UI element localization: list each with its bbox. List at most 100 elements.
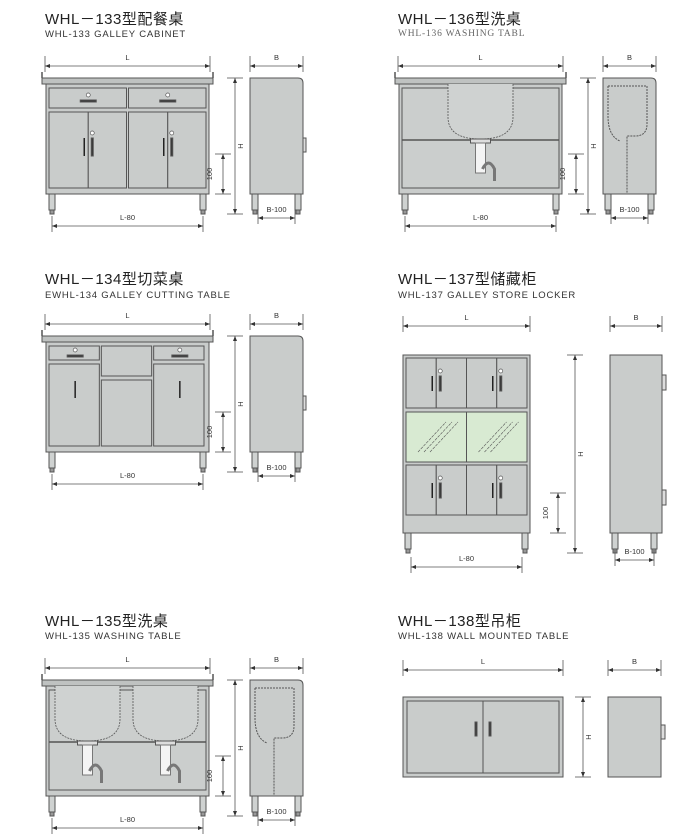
door-handle (499, 482, 503, 499)
subtitle-whl-136: WHL-136 WASHING TABL (398, 29, 526, 39)
leg-dimension-label: 100 (205, 770, 214, 783)
door-handle (438, 482, 442, 499)
leg-foot (200, 811, 206, 817)
inner-length-dimension-label: L-80 (120, 213, 135, 222)
inner-depth-dimension-label: B-100 (624, 547, 644, 556)
side-sink-outline (254, 687, 295, 796)
leg (521, 532, 529, 550)
leg (199, 795, 207, 813)
title-whl-137: WHL－137型储藏柜 (398, 271, 537, 288)
glass-door (405, 411, 467, 463)
drawer (48, 345, 100, 361)
lock-icon (169, 130, 175, 136)
leg-dimension-label: 100 (205, 168, 214, 181)
side-handle (660, 724, 666, 740)
door-left (466, 464, 498, 516)
door-left (405, 357, 437, 409)
drawer-handle (79, 99, 97, 103)
lock-icon (498, 368, 504, 374)
p-trap (481, 161, 496, 181)
leg-foot (200, 467, 206, 473)
leg-foot (522, 548, 528, 554)
drawer-handle (171, 354, 189, 358)
drain-pipe (160, 744, 171, 776)
sliding-door-left (406, 700, 484, 774)
leg (199, 193, 207, 211)
leg-foot (295, 209, 301, 215)
glass-reflection (417, 421, 447, 453)
leg (647, 193, 655, 211)
drawer-handle (66, 354, 84, 358)
inner-length-dimension-label: L-80 (120, 471, 135, 480)
leg-dimension-arrows (574, 154, 578, 194)
leg-foot (553, 209, 559, 215)
leg-foot (402, 209, 408, 215)
leg (48, 795, 56, 813)
glass-reflection (429, 421, 459, 453)
glass-reflection (478, 421, 507, 453)
title-whl-134: WHL－134型切菜桌 (45, 271, 184, 288)
leg-foot (605, 209, 611, 215)
side-view (602, 77, 657, 195)
leg-foot (252, 811, 258, 817)
leg-foot (648, 209, 654, 215)
height-dimension-label: H (576, 451, 585, 456)
door-handle (488, 721, 492, 737)
length-dimension-label: L (125, 311, 129, 320)
sink-bowl (132, 686, 199, 742)
lock-icon (437, 368, 443, 374)
lock-icon (498, 475, 504, 481)
sink-bowl (54, 686, 121, 742)
p-trap (166, 763, 181, 783)
leg (611, 532, 619, 550)
length-dimension-label: L (125, 53, 129, 62)
leg (294, 451, 302, 469)
leg-dimension-arrows (556, 493, 560, 533)
leg (552, 193, 560, 211)
leg (251, 451, 259, 469)
drawing-whl-138: LHB (402, 657, 666, 778)
lock-icon (72, 347, 78, 353)
leg-foot (295, 811, 301, 817)
drain (470, 138, 491, 144)
leg-dimension-label: 100 (541, 507, 550, 520)
side-view (249, 679, 304, 797)
door (48, 363, 100, 447)
depth-dimension-label: B (633, 313, 638, 322)
glass-reflection (484, 421, 513, 453)
leg-foot (49, 467, 55, 473)
subtitle-whl-135: WHL-135 WASHING TABLE (45, 631, 182, 642)
side-view (607, 696, 662, 778)
side-handle (661, 489, 667, 506)
subtitle-whl-133: WHL-133 GALLEY CABINET (45, 29, 186, 40)
title-whl-136: WHL－136型洗桌 (398, 11, 522, 28)
subtitle-whl-137: WHL-137 GALLEY STORE LOCKER (398, 290, 577, 301)
length-dimension-label: L (125, 655, 129, 664)
glass-reflection (490, 421, 519, 453)
drawer (48, 87, 127, 109)
worktop (41, 77, 214, 85)
door-right (87, 111, 127, 189)
leg (251, 795, 259, 813)
length-dimension-label: L (478, 53, 482, 62)
sink-bowl (447, 84, 514, 140)
door (153, 363, 205, 447)
door-handle (438, 375, 442, 392)
lock-icon (165, 92, 171, 98)
title-whl-135: WHL－135型洗桌 (45, 613, 169, 630)
drain (77, 740, 98, 746)
worktop (41, 679, 214, 687)
leg (48, 193, 56, 211)
lock-icon (89, 130, 95, 136)
worktop (394, 77, 567, 85)
leg-foot (295, 467, 301, 473)
subtitle-whl-134: EWHL-134 GALLEY CUTTING TABLE (45, 290, 231, 301)
door-left (48, 111, 89, 189)
leg (294, 193, 302, 211)
height-dimension-label: H (236, 745, 245, 750)
inner-depth-dimension-label: B-100 (619, 205, 639, 214)
inner-length-dimension-label: L-80 (120, 815, 135, 824)
